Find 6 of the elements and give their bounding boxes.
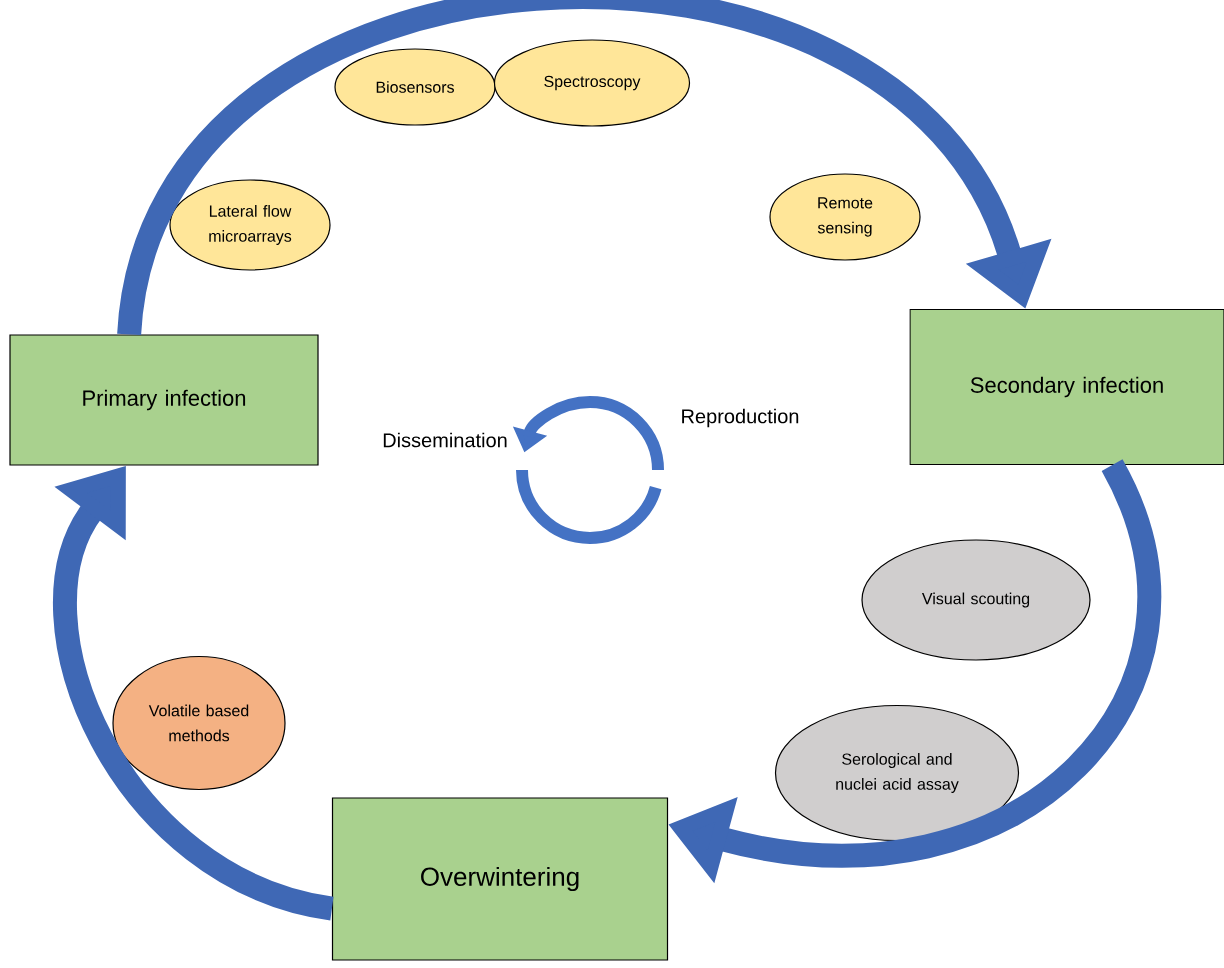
stage-box: Secondary infection xyxy=(909,308,1224,466)
stage-box: Overwintering xyxy=(331,797,669,961)
process-label: Dissemination xyxy=(383,432,507,448)
stage-box: Primary infection xyxy=(9,334,319,466)
process-label: Reproduction xyxy=(682,408,799,428)
curved-arrow xyxy=(117,0,1052,337)
